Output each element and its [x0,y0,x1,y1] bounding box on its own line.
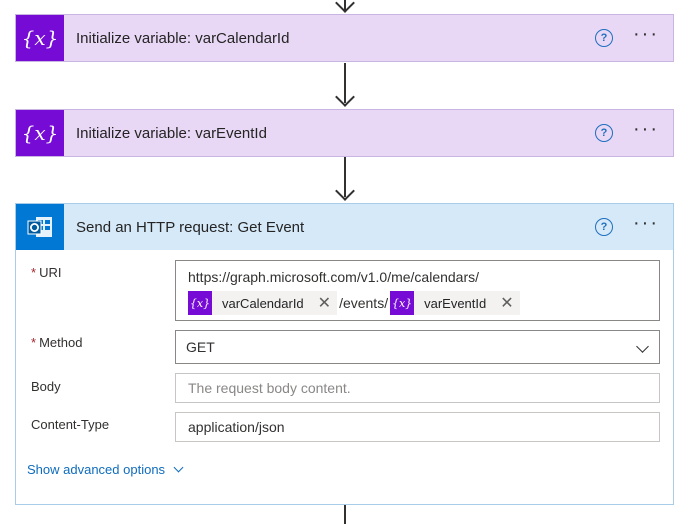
connector-top [344,0,346,10]
arrow-2 [335,181,355,201]
uri-prefix: https://graph.microsoft.com/v1.0/me/cale… [188,269,480,285]
body-label: Body [31,379,61,394]
variable-icon: {x} [16,110,64,156]
step-http-request[interactable]: Send an HTTP request: Get Event ? ··· [15,203,674,251]
token-varcalendarid[interactable]: {x} varCalendarId ✕ [188,291,338,315]
uri-label: *URI [31,265,62,280]
method-select[interactable]: GET [175,330,660,364]
more-options-icon[interactable]: ··· [633,212,659,234]
token-label: varCalendarId [222,295,304,311]
help-icon[interactable]: ? [595,124,614,142]
step-init-varcalendarid[interactable]: {x} Initialize variable: varCalendarId ?… [15,14,674,62]
connector-2 [344,157,346,197]
more-options-icon[interactable]: ··· [633,118,659,140]
http-request-body: *URI https://graph.microsoft.com/v1.0/me… [15,250,674,505]
uri-field[interactable]: https://graph.microsoft.com/v1.0/me/cale… [175,260,660,321]
step-title: Initialize variable: varCalendarId [76,29,290,47]
connector-1 [344,63,346,103]
chevron-down-icon[interactable] [636,340,649,353]
help-icon[interactable]: ? [595,218,614,236]
variable-icon: {x} [188,291,212,315]
remove-token-icon[interactable]: ✕ [500,295,514,312]
show-advanced-options-link[interactable]: Show advanced options [27,462,184,477]
required-marker: * [31,265,37,280]
step-title: Send an HTTP request: Get Event [76,218,305,236]
step-init-vareventid[interactable]: {x} Initialize variable: varEventId ? ··… [15,109,674,157]
required-marker: * [31,335,37,350]
variable-icon: {x} [16,15,64,61]
body-field[interactable]: The request body content. [175,373,660,403]
arrow-1 [335,87,355,107]
token-label: varEventId [424,295,487,311]
chevron-down-icon [173,462,184,473]
method-value: GET [186,339,215,355]
help-icon[interactable]: ? [595,29,614,47]
method-label: *Method [31,335,83,350]
content-type-field[interactable]: application/json [175,412,660,442]
arrow-top [335,0,355,13]
token-vareventid[interactable]: {x} varEventId ✕ [390,291,520,315]
connector-bottom [344,505,346,524]
outlook-icon [16,204,64,250]
uri-middle: /events/ [339,295,389,311]
body-placeholder: The request body content. [188,380,351,396]
more-options-icon[interactable]: ··· [633,23,659,45]
step-title: Initialize variable: varEventId [76,124,267,142]
remove-token-icon[interactable]: ✕ [317,295,332,312]
variable-icon: {x} [390,291,415,315]
advanced-label: Show advanced options [27,462,166,477]
content-type-value: application/json [188,419,285,435]
content-type-label: Content-Type [31,417,110,432]
